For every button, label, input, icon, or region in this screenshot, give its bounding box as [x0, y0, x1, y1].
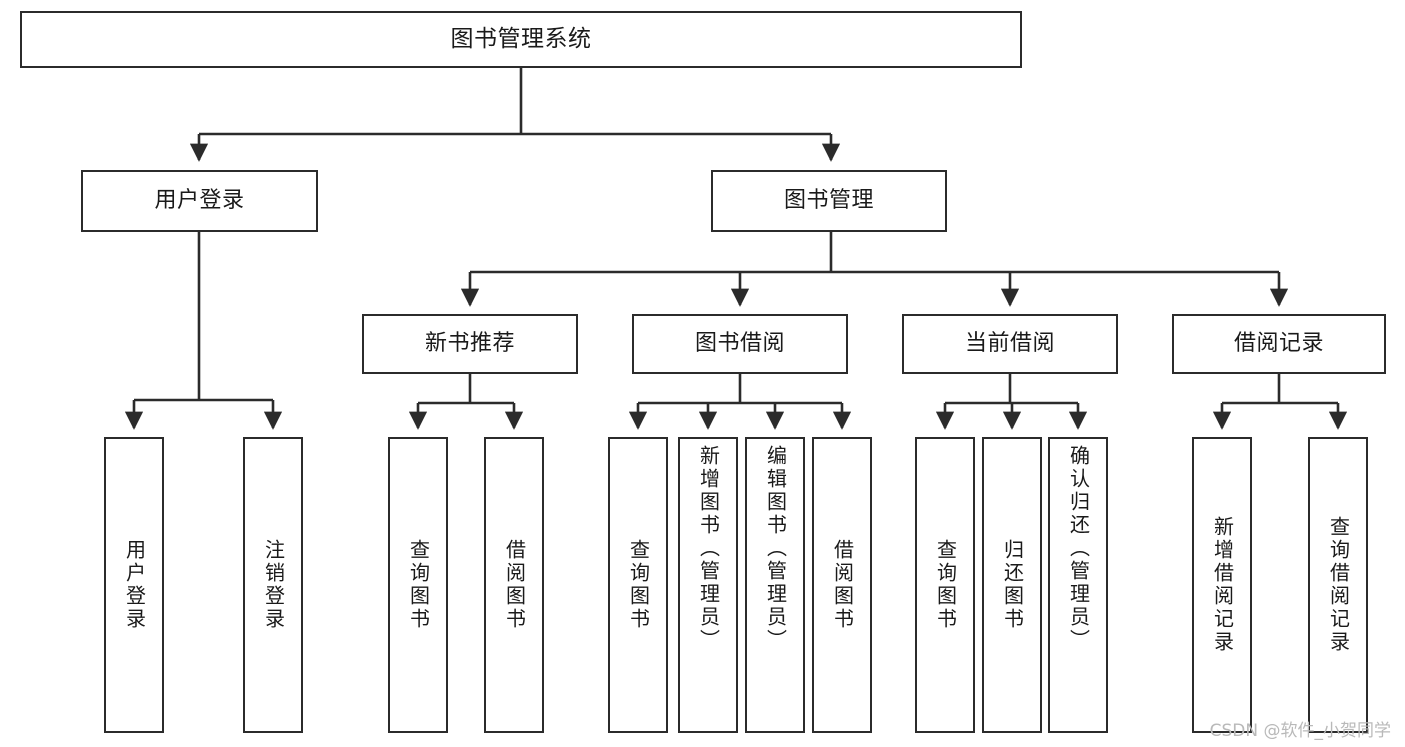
node-book-borrow[interactable]: 图书借阅	[632, 314, 848, 374]
node-leaf-query-book-3-label: 查询图书	[933, 539, 958, 631]
node-leaf-add-record[interactable]: 新增借阅记录	[1192, 437, 1252, 733]
node-leaf-add-record-label: 新增借阅记录	[1210, 516, 1235, 654]
node-borrow-record[interactable]: 借阅记录	[1172, 314, 1386, 374]
node-leaf-add-book-label: 新增图书（管理员）	[696, 445, 721, 652]
node-new-book-rec-label: 新书推荐	[424, 330, 515, 356]
node-borrow-record-label: 借阅记录	[1233, 330, 1324, 356]
node-leaf-borrow-book-2-label: 借阅图书	[830, 539, 855, 631]
node-leaf-borrow-book-1[interactable]: 借阅图书	[484, 437, 544, 733]
node-leaf-query-book-2[interactable]: 查询图书	[608, 437, 668, 733]
node-leaf-user-login-label: 用户登录	[122, 539, 147, 631]
node-book-manage-label: 图书管理	[783, 187, 874, 213]
node-leaf-add-book[interactable]: 新增图书（管理员）	[678, 437, 738, 733]
node-root-label: 图书管理系统	[450, 25, 592, 52]
node-leaf-query-record[interactable]: 查询借阅记录	[1308, 437, 1368, 733]
node-leaf-confirm-return[interactable]: 确认归还（管理员）	[1048, 437, 1108, 733]
node-leaf-user-logout[interactable]: 注销登录	[243, 437, 303, 733]
csdn-watermark: CSDN @软件_小贺同学	[1209, 721, 1391, 741]
node-new-book-rec[interactable]: 新书推荐	[362, 314, 578, 374]
node-leaf-borrow-book-2[interactable]: 借阅图书	[812, 437, 872, 733]
node-leaf-edit-book[interactable]: 编辑图书（管理员）	[745, 437, 805, 733]
node-user-login[interactable]: 用户登录	[81, 170, 318, 232]
node-user-login-label: 用户登录	[154, 187, 245, 213]
node-book-manage[interactable]: 图书管理	[711, 170, 947, 232]
node-leaf-confirm-return-label: 确认归还（管理员）	[1066, 445, 1091, 652]
node-leaf-query-record-label: 查询借阅记录	[1326, 516, 1351, 654]
node-leaf-edit-book-label: 编辑图书（管理员）	[763, 445, 788, 652]
node-leaf-return-book[interactable]: 归还图书	[982, 437, 1042, 733]
node-leaf-query-book-1[interactable]: 查询图书	[388, 437, 448, 733]
node-current-borrow[interactable]: 当前借阅	[902, 314, 1118, 374]
node-current-borrow-label: 当前借阅	[964, 330, 1055, 356]
node-leaf-borrow-book-1-label: 借阅图书	[502, 539, 527, 631]
node-root[interactable]: 图书管理系统	[20, 11, 1022, 68]
node-leaf-user-logout-label: 注销登录	[261, 539, 286, 631]
node-leaf-user-login[interactable]: 用户登录	[104, 437, 164, 733]
node-leaf-query-book-3[interactable]: 查询图书	[915, 437, 975, 733]
node-leaf-query-book-1-label: 查询图书	[406, 539, 431, 631]
node-book-borrow-label: 图书借阅	[694, 330, 785, 356]
node-leaf-return-book-label: 归还图书	[1000, 539, 1025, 631]
node-leaf-query-book-2-label: 查询图书	[626, 539, 651, 631]
